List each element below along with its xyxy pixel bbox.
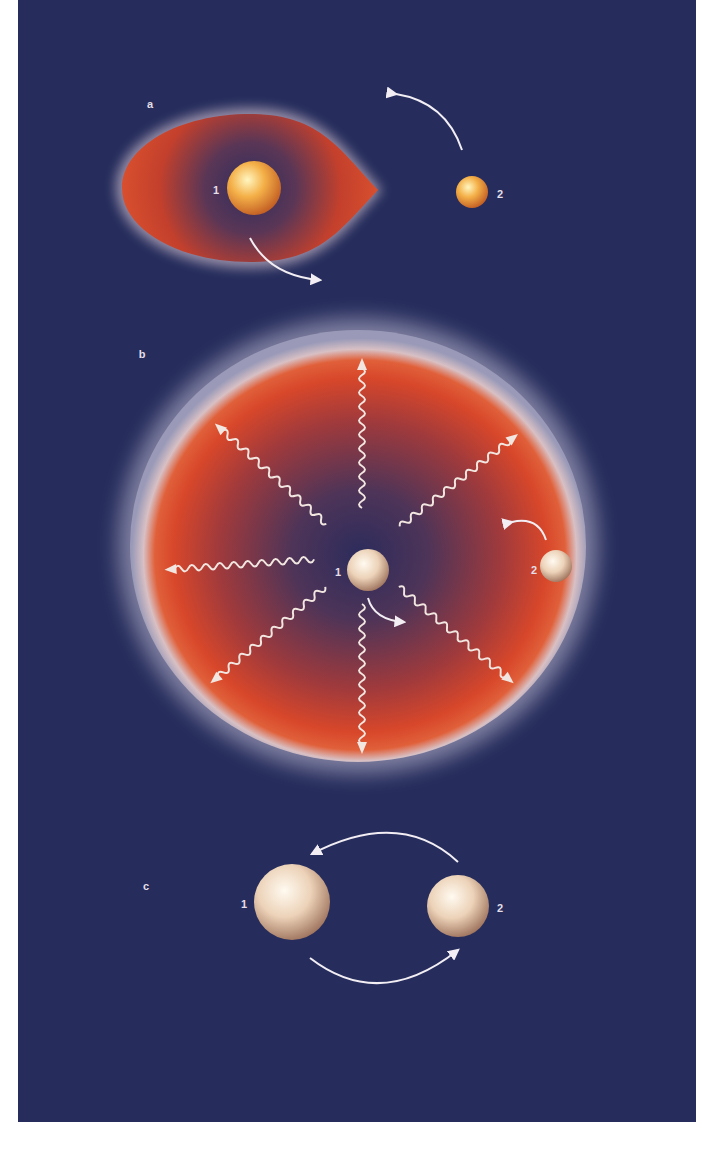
panel-letter: a <box>147 99 153 110</box>
star-number: 1 <box>335 567 341 578</box>
star-number: 2 <box>497 903 503 914</box>
star-number: 2 <box>531 565 537 576</box>
star-number: 1 <box>213 185 219 196</box>
star-number: 2 <box>497 189 503 200</box>
panel-letter: c <box>143 881 149 892</box>
panel-letter: b <box>139 349 146 360</box>
star-number: 1 <box>241 899 247 910</box>
